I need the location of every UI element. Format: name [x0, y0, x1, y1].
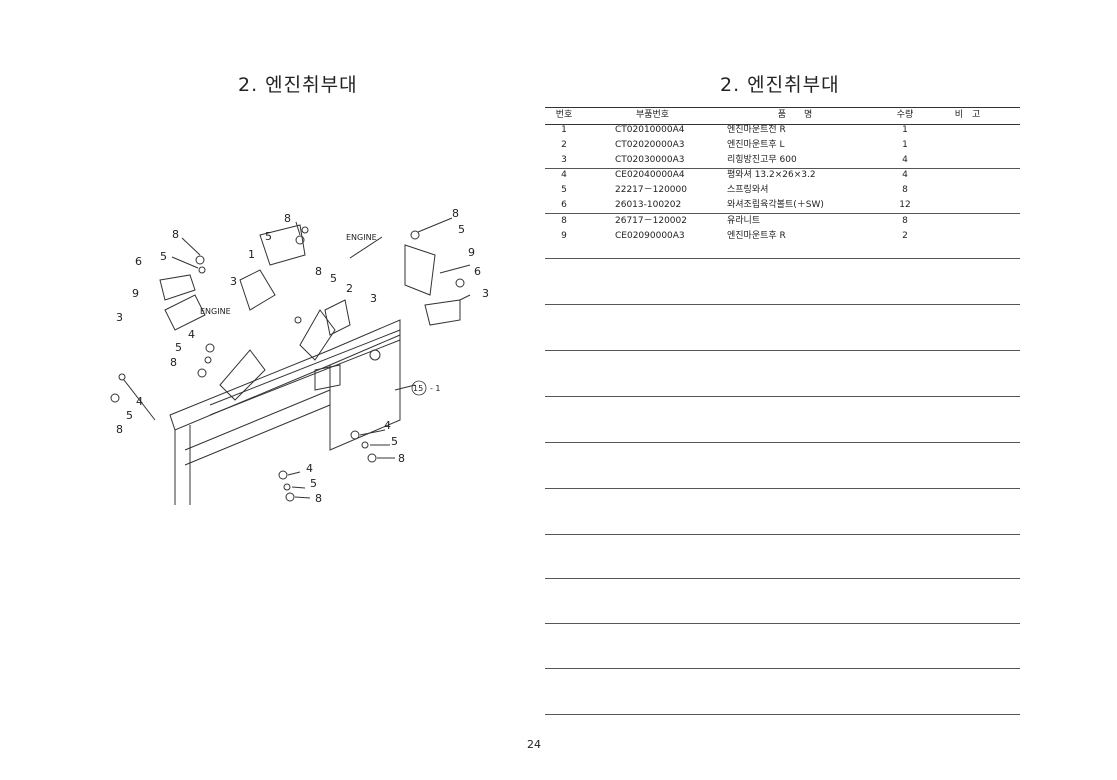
cell-qty: 12 [899, 200, 911, 210]
cell-qty: 4 [902, 170, 908, 180]
cell-no: 8 [561, 216, 567, 226]
callout: 5 [175, 341, 182, 354]
callout: ENGINE [200, 307, 231, 316]
callout: 5 [265, 230, 272, 243]
callout: 8 [398, 452, 405, 465]
callout: 1 [248, 248, 255, 261]
row-divider [545, 350, 1020, 351]
callout: 5 [160, 250, 167, 263]
cell-part-no: CT02030000A3 [615, 155, 685, 165]
callout: 5 [330, 272, 337, 285]
row-divider [545, 578, 1020, 579]
page-title-left: 2. 엔진취부대 [238, 74, 358, 96]
cell-no: 3 [561, 155, 567, 165]
header-qty: 수량 [896, 110, 914, 120]
page-number: 24 [527, 738, 541, 751]
callout: 3 [370, 292, 377, 305]
table-row: 5 22217－120000 스프링와셔 8 [545, 183, 1020, 198]
cell-name: 평와셔 13.2×26×3.2 [727, 170, 816, 180]
callout: 8 [315, 492, 322, 505]
cell-no: 2 [561, 140, 567, 150]
row-divider [545, 396, 1020, 397]
cell-qty: 2 [902, 231, 908, 241]
header-remarks: 비 고 [954, 110, 981, 120]
table-row: 9 CE02090000A3 엔진마운트후 R 2 [545, 229, 1020, 244]
callout: ENGINE [346, 233, 377, 242]
cell-qty: 4 [902, 155, 908, 165]
table-header: 번호 부품번호 품 명 수량 비 고 [545, 107, 1020, 125]
callout: 6 [474, 265, 481, 278]
callout: 3 [116, 311, 123, 324]
callout: 9 [132, 287, 139, 300]
cell-part-no: CT02020000A3 [615, 140, 685, 150]
engine-mount-diagram: 8 5 6 9 3 ENGINE 4 5 8 4 5 8 8 5 1 3 8 5… [110, 207, 489, 505]
cell-qty: 1 [902, 125, 908, 135]
diagram-callouts: 8 5 6 9 3 ENGINE 4 5 8 4 5 8 8 5 1 3 8 5… [116, 207, 489, 505]
cell-part-no: CT02010000A4 [615, 125, 685, 135]
callout: 4 [306, 462, 313, 475]
row-divider [545, 714, 1020, 715]
table-row: 2 CT02020000A3 엔진마운트후 L 1 [545, 138, 1020, 153]
cell-part-no: 26013-100202 [615, 200, 682, 210]
callout: 8 [170, 356, 177, 369]
header-part-no: 부품번호 [635, 110, 670, 120]
callout: 5 [126, 409, 133, 422]
row-divider [545, 258, 1020, 259]
callout: 8 [284, 212, 291, 225]
callout: 3 [482, 287, 489, 300]
callout: 8 [315, 265, 322, 278]
row-divider [545, 304, 1020, 305]
table-row: 8 26717－120002 유라니트 8 [545, 214, 1020, 229]
cell-name: 엔진마운트전 R [727, 125, 786, 135]
callout: 2 [346, 282, 353, 295]
table-row: 1 CT02010000A4 엔진마운트전 R 1 [545, 123, 1020, 138]
cell-part-no: 22217－120000 [615, 185, 687, 195]
cell-no: 6 [561, 200, 567, 210]
cell-part-no: CE02040000A4 [615, 170, 685, 180]
cell-qty: 8 [902, 185, 908, 195]
callout: 4 [188, 328, 195, 341]
callout: 4 [136, 395, 143, 408]
table-row: 4 CE02040000A4 평와셔 13.2×26×3.2 4 [545, 168, 1020, 183]
callout: 8 [172, 228, 179, 241]
callout: 5 [458, 223, 465, 236]
cell-no: 4 [561, 170, 567, 180]
cell-qty: 8 [902, 216, 908, 226]
cell-name: 엔진마운트후 L [727, 140, 785, 150]
callout: 8 [116, 423, 123, 436]
cell-name: 스프링와셔 [727, 185, 769, 195]
cell-name: 와셔조립육각볼트(＋SW) [727, 200, 824, 210]
callout: 3 [230, 275, 237, 288]
row-divider [545, 534, 1020, 535]
table-row: 3 CT02030000A3 리힝방진고무 600 4 [545, 153, 1020, 168]
row-divider [545, 668, 1020, 669]
callout: 15 [413, 384, 423, 393]
callout: 9 [468, 246, 475, 259]
cell-name: 엔진마운트후 R [727, 231, 786, 241]
callout: 8 [452, 207, 459, 220]
row-divider [545, 442, 1020, 443]
cell-name: 리힝방진고무 600 [727, 155, 797, 165]
cell-part-no: 26717－120002 [615, 216, 687, 226]
cell-no: 5 [561, 185, 567, 195]
cell-part-no: CE02090000A3 [615, 231, 685, 241]
cell-name: 유라니트 [727, 216, 761, 226]
callout: 6 [135, 255, 142, 268]
header-no: 번호 [555, 110, 573, 120]
row-divider [545, 213, 1020, 214]
table-row: 6 26013-100202 와셔조립육각볼트(＋SW) 12 [545, 198, 1020, 213]
cell-no: 1 [561, 125, 567, 135]
page-title-right: 2. 엔진취부대 [720, 74, 840, 96]
cell-no: 9 [561, 231, 567, 241]
callout: 5 [391, 435, 398, 448]
row-divider [545, 623, 1020, 624]
header-name: 품 명 [777, 110, 813, 120]
row-divider [545, 488, 1020, 489]
cell-qty: 1 [902, 140, 908, 150]
callout: - 1 [430, 384, 441, 393]
row-divider [545, 168, 1020, 169]
callout: 5 [310, 477, 317, 490]
callout: 4 [384, 419, 391, 432]
